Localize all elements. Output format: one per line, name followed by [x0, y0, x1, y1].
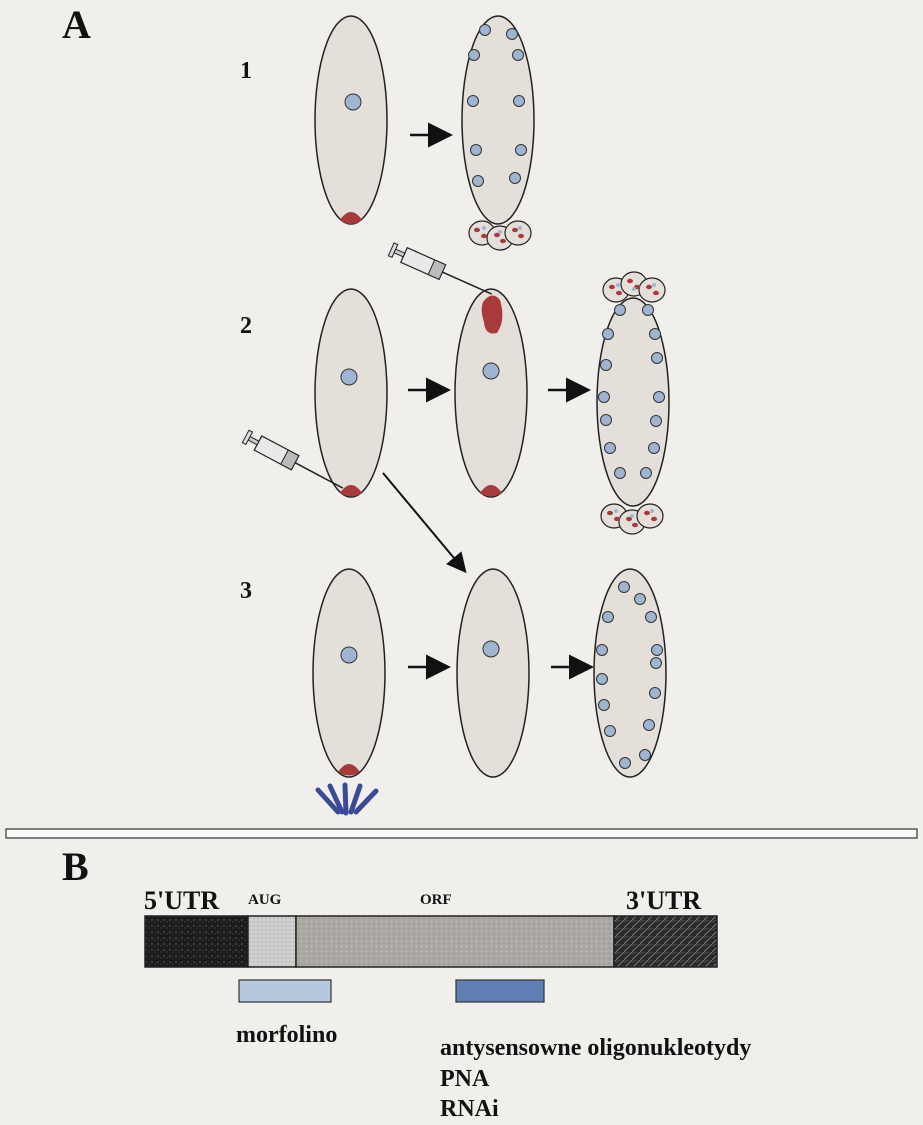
antisense-label: antysensowne oligonukleotydy — [440, 1035, 751, 1061]
egg-cell — [313, 569, 385, 777]
mrna-bar — [145, 916, 717, 967]
posterior-pole-cells — [601, 504, 663, 534]
nucleus — [345, 94, 361, 110]
row-label-1: 1 — [240, 58, 252, 84]
row-1-egg — [315, 16, 387, 224]
panel-b-label: B — [62, 844, 89, 889]
panel-a-label: A — [62, 2, 91, 47]
morfolino-target-bar — [239, 980, 331, 1002]
utr3-segment — [614, 916, 717, 967]
embryo-body — [594, 569, 666, 777]
row-3-egg — [313, 569, 385, 777]
morfolino-label: morfolino — [236, 1022, 337, 1048]
row-label-3: 3 — [240, 578, 252, 604]
utr5-segment — [145, 916, 248, 967]
utr3-label: 3'UTR — [626, 886, 701, 915]
rnai-label: RNAi — [440, 1096, 499, 1122]
aug-label: AUG — [248, 892, 282, 908]
antisense-target-bar — [456, 980, 544, 1002]
utr5-label: 5'UTR — [144, 886, 219, 915]
nucleus — [341, 369, 357, 385]
panel-divider — [6, 829, 917, 838]
nucleus — [483, 363, 499, 379]
aug-segment — [248, 916, 296, 967]
orf-segment — [296, 916, 614, 967]
syringe-icon — [388, 242, 495, 301]
nucleus — [341, 647, 357, 663]
nucleus — [483, 641, 499, 657]
egg-cell — [457, 569, 529, 777]
egg-cell — [315, 16, 387, 224]
egg-cell — [315, 289, 387, 497]
row-2-injected-egg — [455, 289, 527, 497]
pna-label: PNA — [440, 1066, 490, 1092]
row-3-egg-no-germ-plasm — [457, 569, 529, 777]
arrow — [383, 473, 464, 570]
row-3-embryo-no-pole-cells — [594, 569, 666, 777]
embryo-body — [462, 16, 534, 224]
row-2-egg — [315, 289, 387, 497]
pole-cells — [469, 221, 531, 250]
row-label-2: 2 — [240, 313, 252, 339]
uv-rays-icon — [318, 785, 376, 813]
row-1-embryo — [462, 16, 534, 250]
orf-label: ORF — [420, 892, 452, 908]
row-2-embryo — [597, 272, 669, 534]
